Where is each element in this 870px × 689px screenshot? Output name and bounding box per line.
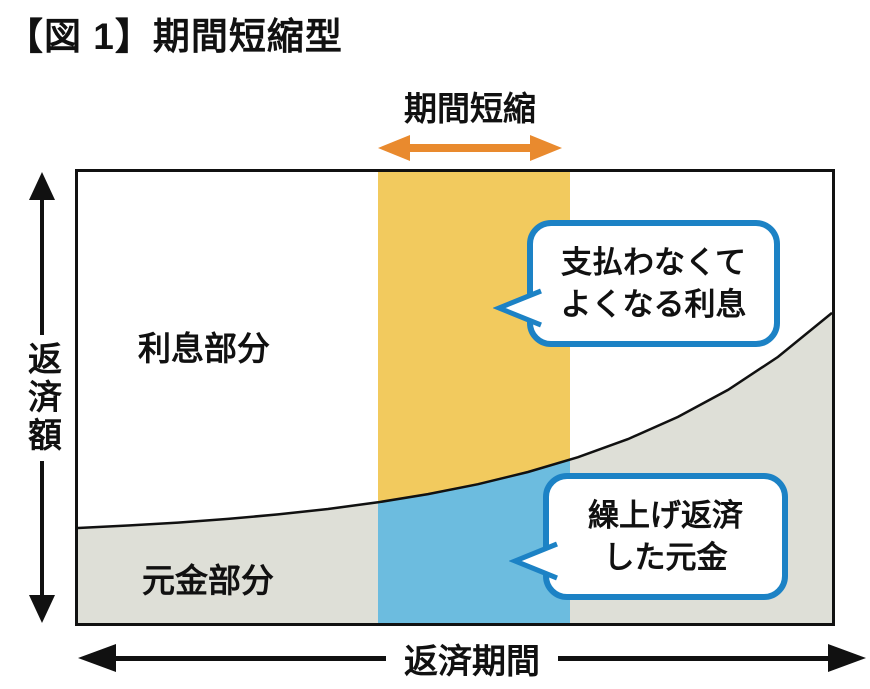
y-axis-double-arrow: 返済額 xyxy=(14,172,70,623)
arrowhead-left-icon xyxy=(378,135,410,161)
x-axis-label: 返済期間 xyxy=(404,642,540,681)
figure-title: 【図 1】期間短縮型 xyxy=(6,16,343,57)
prepaid-principal-text: 繰上げ返済 した元金 xyxy=(588,497,743,575)
arrowhead-up-icon xyxy=(29,172,55,200)
y-axis-label: 返済額 xyxy=(22,340,61,455)
shorten-range-double-arrow-icon xyxy=(378,134,562,162)
axis-line xyxy=(558,655,828,661)
arrowhead-left-icon xyxy=(78,644,116,672)
principal-area-label: 元金部分 xyxy=(142,562,274,599)
bubble-tail-icon xyxy=(509,541,558,581)
axis-line xyxy=(40,460,44,595)
arrowhead-down-icon xyxy=(29,595,55,623)
interest-saved-text: 支払わなくて よくなる利息 xyxy=(560,244,747,322)
prepaid-principal-bubble: 繰上げ返済 した元金 xyxy=(509,473,788,600)
axis-line xyxy=(116,655,386,661)
interest-saved-bubble: 支払わなくて よくなる利息 xyxy=(493,220,780,347)
axis-line xyxy=(40,200,44,335)
band-shorten-label: 期間短縮 xyxy=(404,90,536,127)
bubble-tail-icon xyxy=(493,288,542,328)
interest-area-label: 利息部分 xyxy=(138,330,270,367)
arrowhead-right-icon xyxy=(828,644,866,672)
arrowhead-right-icon xyxy=(530,135,562,161)
arrow-shaft xyxy=(410,144,530,152)
x-axis-double-arrow: 返済期間 xyxy=(78,640,866,681)
